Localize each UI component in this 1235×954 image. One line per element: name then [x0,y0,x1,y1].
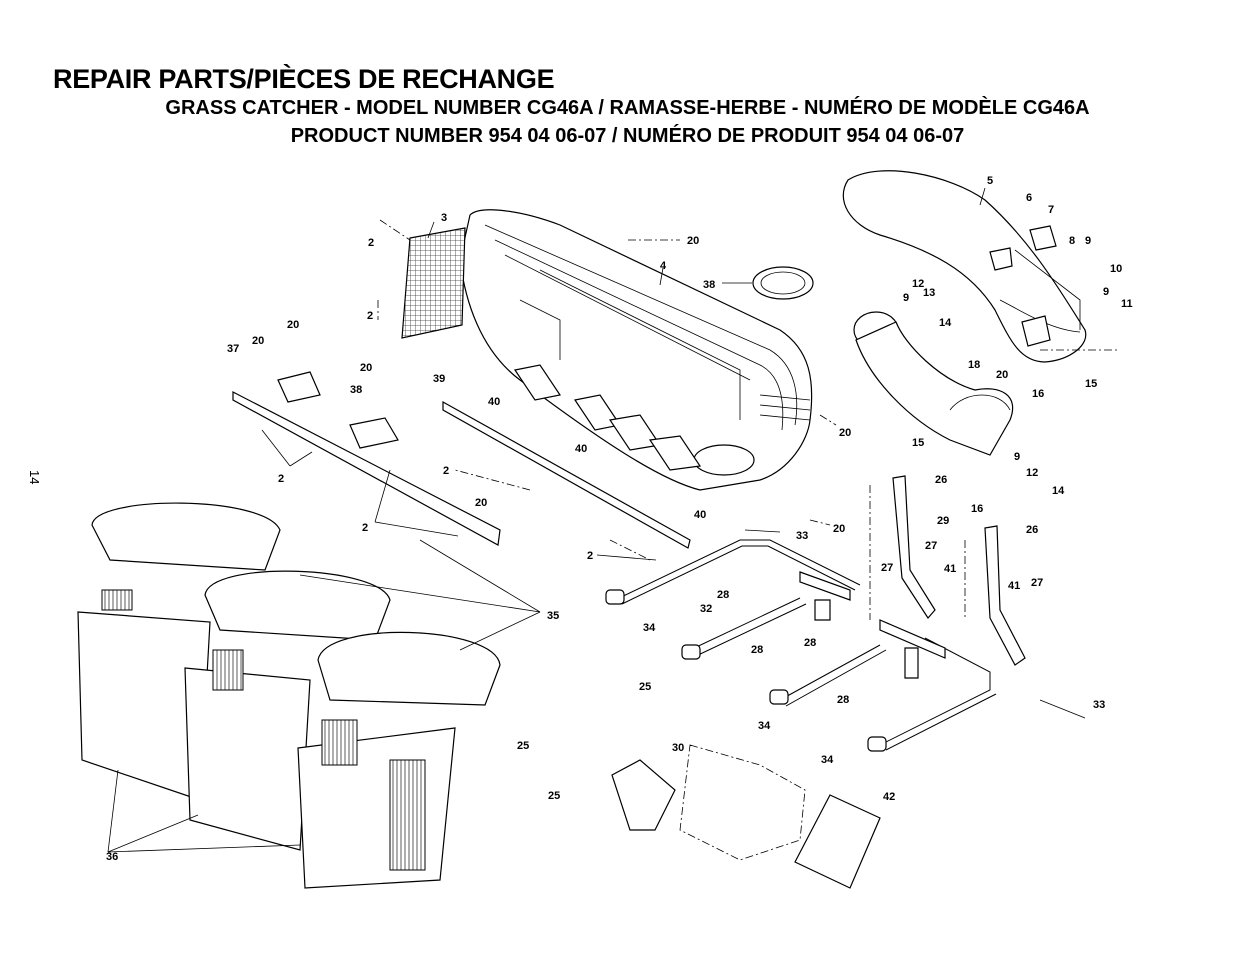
callout-12: 12 [912,278,924,290]
callout-27b: 28 [804,637,816,649]
callout-14b: 14 [1052,485,1065,497]
catcher-housing [459,209,813,491]
callout-2c: 2 [443,465,449,477]
callout-20c: 20 [252,335,264,347]
callout-9c: 9 [903,292,909,304]
callout-32: 32 [700,603,712,615]
callout-24c: 25 [548,790,560,802]
callout-40c: 40 [694,509,706,521]
callout-20g: 20 [475,497,487,509]
callout-10: 10 [1110,263,1122,275]
chute-adapter [853,311,1014,456]
callout-20: 20 [687,235,699,247]
callout-42: 42 [883,791,895,803]
callout-16b: 16 [971,503,983,515]
callout-14: 14 [939,317,952,329]
product-subtitle: PRODUCT NUMBER 954 04 06-07 / NUMÉRO DE … [290,125,965,147]
leader-lines [261,187,986,561]
callout-33b: 33 [1093,699,1105,711]
support-frame [605,529,1086,752]
callout-5: 5 [987,175,993,187]
callout-20d: 20 [360,362,372,374]
callout-25b: 26 [1026,524,1038,536]
callout-26: 27 [925,540,937,552]
callout-40: 40 [488,396,500,408]
callout-38: 38 [350,384,362,396]
callout-20e: 20 [996,369,1008,381]
callout-26b: 27 [881,562,893,574]
callout-9d: 9 [1014,451,1020,463]
callout-27: 28 [717,589,729,601]
callout-24: 25 [639,681,651,693]
callout-40b: 40 [575,443,587,455]
callout-2f: 2 [587,550,593,562]
callout-9b: 9 [1103,286,1109,298]
model-subtitle: GRASS CATCHER - MODEL NUMBER CG46A / RAM… [165,97,1090,119]
callout-20h: 20 [833,523,845,535]
callout-26c: 27 [1031,577,1043,589]
uprights [869,475,1026,666]
callout-20b: 20 [287,319,299,331]
callout-20f: 20 [839,427,851,439]
callout-15: 15 [1085,378,1097,390]
discharge-chute [842,170,1120,363]
callout-9: 9 [1085,235,1091,247]
callout-33: 33 [796,530,808,542]
callout-7: 7 [1048,204,1054,216]
callout-30: 30 [672,742,684,754]
callout-labels: 3 2 20 4 38 5 6 7 8 9 10 9 11 12 13 9 14… [106,175,1133,863]
mounting-rails [232,371,691,549]
callout-6: 6 [1026,192,1032,204]
callout-36: 36 [106,851,118,863]
callout-3: 3 [441,212,447,224]
callout-2d: 2 [278,473,284,485]
callout-2b: 2 [367,310,373,322]
callout-4: 4 [660,260,667,272]
callout-24b: 25 [517,740,529,752]
callout-31c: 34 [821,754,834,766]
callout-8: 8 [1069,235,1075,247]
callout-12b: 12 [1026,467,1038,479]
callout-37: 37 [227,343,239,355]
callout-31b: 34 [758,720,771,732]
ring-part [752,266,814,300]
mesh-screen [401,227,466,339]
callout-16: 16 [1032,388,1044,400]
callout-29: 29 [937,515,949,527]
callout-41: 41 [944,563,956,575]
callout-28b: 28 [837,694,849,706]
callout-15b: 15 [912,437,924,449]
callout-11: 11 [1121,298,1133,310]
page-title: REPAIR PARTS/PIÈCES DE RECHANGE [53,64,555,94]
callout-13: 13 [923,287,935,299]
baskets [77,502,541,889]
callout-34: 38 [703,279,715,291]
callout-18: 18 [968,359,980,371]
callout-31: 34 [643,622,656,634]
callout-39: 39 [433,373,445,385]
callout-35: 35 [547,610,559,622]
hitch-assembly [611,744,881,889]
callout-41b: 41 [1008,580,1020,592]
callout-28: 28 [751,644,763,656]
callout-2e: 2 [362,522,368,534]
callout-25: 26 [935,474,947,486]
callout-2: 2 [368,237,374,249]
